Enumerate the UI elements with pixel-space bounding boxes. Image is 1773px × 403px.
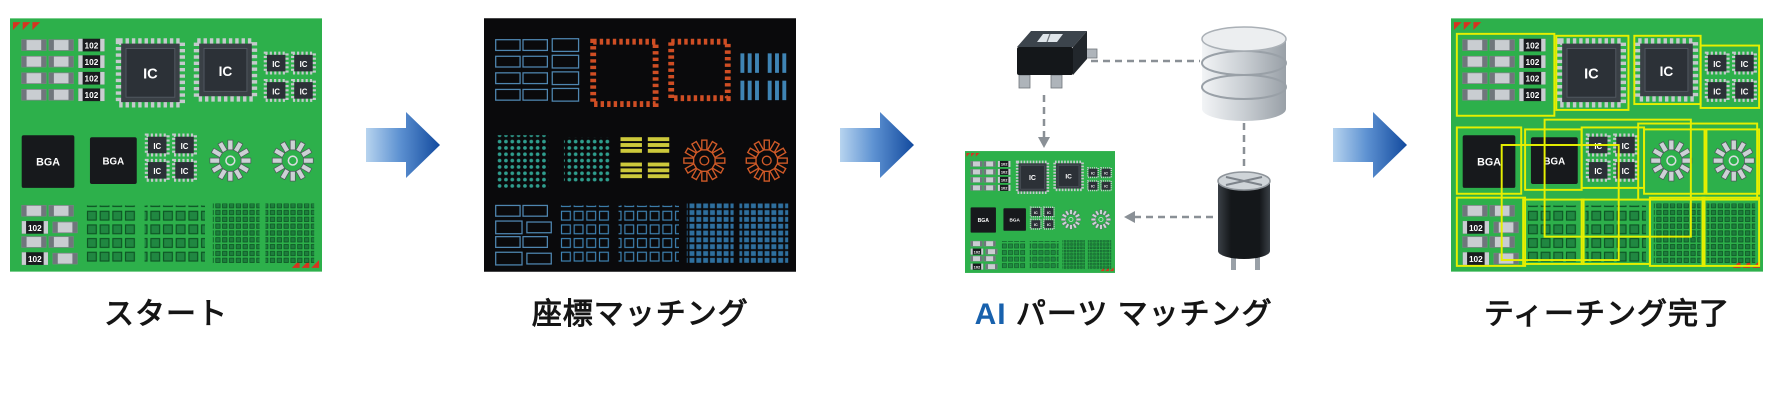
- connector-arrowhead: [1037, 137, 1135, 223]
- step-label-ai-parts-matching: AI パーツ マッチング: [975, 289, 1273, 333]
- ai-text: AI: [974, 298, 1007, 331]
- teaching-highlight-boxes: [1455, 32, 1761, 267]
- flow-arrow-icon: [840, 112, 915, 178]
- component-bars-yellow: [620, 137, 670, 179]
- database-icon: [1200, 26, 1287, 121]
- grid-fill-blue: [739, 203, 789, 264]
- ic-outlines-orange: [590, 38, 731, 107]
- component-outlines-blue: [495, 204, 553, 266]
- step-coordinate-matching: 座標マッチング: [484, 17, 797, 333]
- step-teaching-complete: ティーチング完了: [1451, 17, 1763, 333]
- step-ai-parts-matching: AI パーツ マッチング: [958, 17, 1289, 333]
- transistor-icon: [1016, 31, 1098, 89]
- flow-arrow-icon: [1332, 112, 1407, 178]
- teaching-complete-image: [1451, 17, 1763, 273]
- step-start: スタート: [10, 17, 322, 333]
- step-label-coordinate-matching: 座標マッチング: [531, 298, 749, 331]
- component-bars-blue: [740, 53, 787, 101]
- bga-dot-grid: [496, 135, 549, 188]
- grid-outline-blue: [560, 205, 612, 262]
- coordinate-matching-screen: [484, 18, 797, 272]
- ai-rest-text: パーツ マッチング: [1006, 298, 1273, 331]
- step-label-teaching-complete: ティーチング完了: [1483, 298, 1731, 331]
- flow-arrow-icon: [366, 112, 441, 178]
- dashed-connector: [1042, 59, 1245, 219]
- mini-pcb: [965, 151, 1115, 273]
- capacitor-icon: [1216, 171, 1271, 270]
- grid-outline-blue: [618, 205, 680, 262]
- ai-matching-illustration: [958, 17, 1289, 273]
- grid-fill-blue: [687, 203, 734, 264]
- pcb-start-image: [10, 17, 322, 273]
- bga-dot-grid: [564, 137, 612, 184]
- step-label-start: スタート: [104, 298, 228, 331]
- component-outlines-blue: [495, 38, 580, 102]
